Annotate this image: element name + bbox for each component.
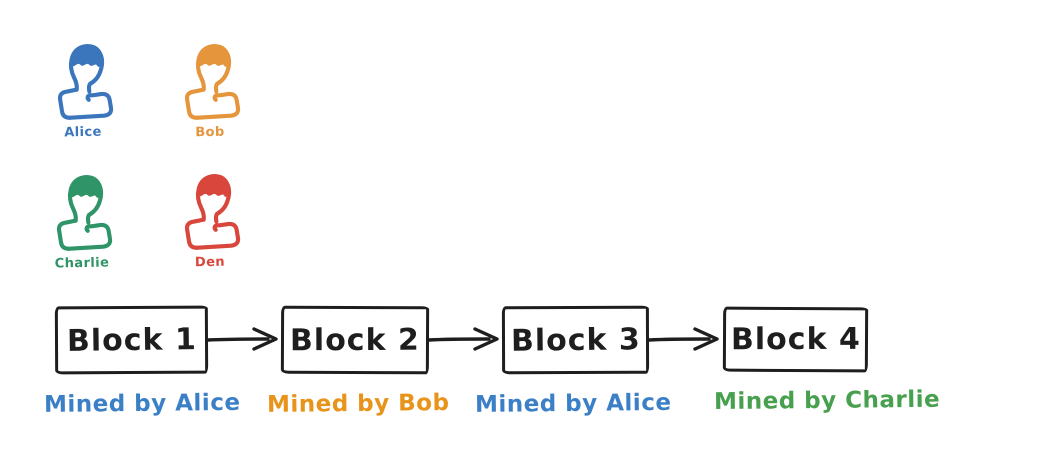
chain-arrow-icon bbox=[647, 325, 727, 353]
miner-name: Bob bbox=[195, 124, 225, 141]
person-icon bbox=[51, 40, 115, 124]
person-icon bbox=[178, 40, 242, 124]
block-label: Block 1 bbox=[66, 321, 197, 359]
person-icon bbox=[178, 170, 242, 254]
block-node-2: Block 2 bbox=[280, 305, 430, 375]
block-label: Block 4 bbox=[730, 321, 861, 358]
block-node-3: Block 3 bbox=[501, 305, 650, 375]
mined-by-label: Mined by Alice bbox=[43, 389, 241, 418]
miner-figure-charlie: Charlie bbox=[49, 171, 115, 271]
miner-name: Charlie bbox=[54, 255, 110, 272]
block-label: Block 2 bbox=[290, 322, 420, 358]
chain-arrow-icon bbox=[206, 325, 286, 353]
mined-by-label: Mined by Alice bbox=[474, 389, 672, 418]
chain-arrow-icon bbox=[427, 325, 507, 353]
miner-figure-den: Den bbox=[177, 170, 243, 270]
block-node-1: Block 1 bbox=[54, 305, 209, 375]
mined-by-label: Mined by Charlie bbox=[713, 386, 941, 416]
miner-name: Den bbox=[194, 254, 226, 271]
block-label: Block 3 bbox=[510, 321, 641, 359]
person-icon bbox=[50, 171, 114, 255]
miner-figure-alice: Alice bbox=[50, 40, 116, 140]
mined-by-label: Mined by Bob bbox=[266, 390, 450, 418]
miner-figure-bob: Bob bbox=[177, 40, 243, 140]
block-node-4: Block 4 bbox=[722, 306, 869, 373]
miner-name: Alice bbox=[64, 124, 102, 141]
